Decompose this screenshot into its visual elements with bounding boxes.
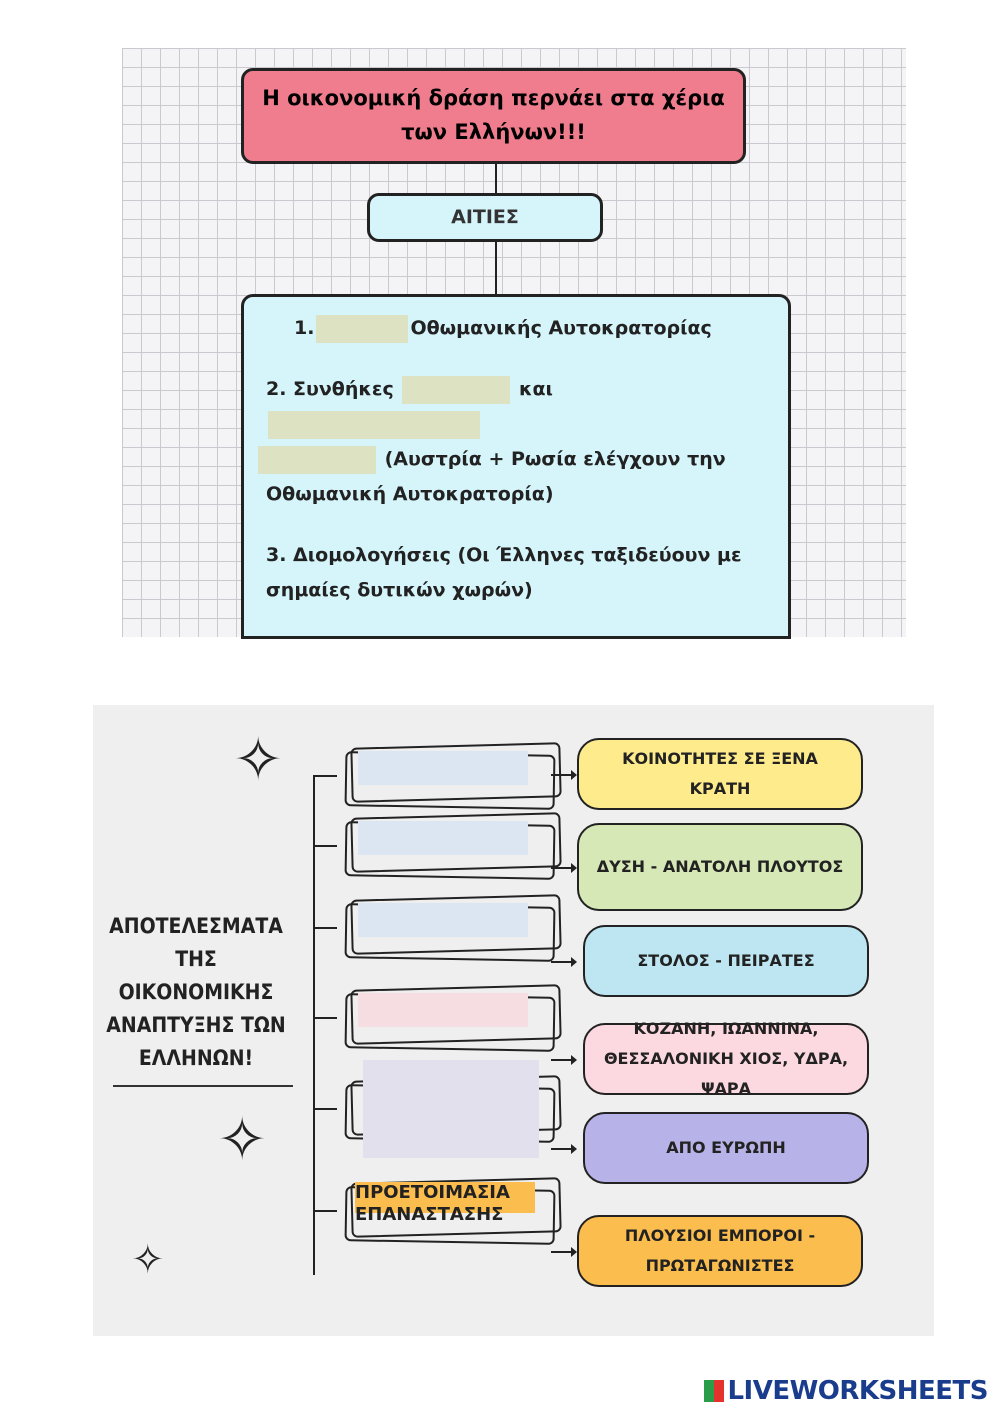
result-text: ΑΠΟ ΕΥΡΩΠΗ: [666, 1138, 786, 1157]
blank-input-1[interactable]: [316, 314, 409, 343]
results-diagram: ✧ ✧ ✧ ΑΠΟΤΕΛΕΣΜΑΤΑ ΤΗΣ ΟΙΚΟΝΟΜΙΚΗΣ ΑΝΑΠΤ…: [93, 705, 934, 1336]
cause-2: 2. Συνθήκες και (Αυστρία + Ρωσία ελέγχου…: [258, 372, 766, 512]
arrow-icon: [551, 1247, 577, 1257]
logo-text: LIVEWORKSHEETS: [727, 1376, 988, 1406]
sparkle-icon: ✧: [217, 1105, 268, 1175]
connector-branch: [313, 775, 337, 777]
diagram-title: Η οικονομική δράση περνάει στα χέρια των…: [241, 68, 746, 164]
blank-input-4[interactable]: [258, 445, 376, 474]
cause-2-mid: και: [518, 378, 553, 400]
causes-heading: ΑΙΤΙΕΣ: [367, 193, 603, 242]
blank-input-3[interactable]: [268, 410, 480, 439]
result-box: ΔΥΣΗ - ΑΝΑΤΟΛΗ ΠΛΟΥΤΟΣ: [577, 823, 863, 911]
cause-3: 3. Διομολογήσεις (Οι Έλληνες ταξιδεύουν …: [266, 544, 742, 601]
cause-1-suffix: Οθωμανικής Αυτοκρατορίας: [410, 317, 712, 339]
connector-branch: [313, 1210, 337, 1212]
result-box: ΚΟΙΝΟΤΗΤΕΣ ΣΕ ΞΕΝΑ ΚΡΑΤΗ: [577, 738, 863, 810]
blank-input-2[interactable]: [402, 375, 511, 404]
results-title: ΑΠΟΤΕΛΕΣΜΑΤΑ ΤΗΣ ΟΙΚΟΝΟΜΙΚΗΣ ΑΝΑΠΤΥΞΗΣ Τ…: [106, 914, 286, 1070]
sparkle-icon: ✧: [233, 725, 284, 795]
result-text: ΔΥΣΗ - ΑΝΑΤΟΛΗ ΠΛΟΥΤΟΣ: [596, 857, 844, 876]
connector-branch: [313, 1108, 337, 1110]
result-box: ΚΟΖΑΝΗ, ΙΩΑΝΝΙΝΑ, ΘΕΣΣΑΛΟΝΙΚΗ ΧΙΟΣ, ΥΔΡΑ…: [583, 1019, 869, 1098]
arrow-icon: [551, 770, 577, 780]
answer-input[interactable]: [358, 903, 528, 937]
connector-line: [495, 242, 497, 294]
cause-2-suffix: (Αυστρία + Ρωσία ελέγχουν την Οθωμανική …: [266, 448, 726, 505]
causes-diagram: Η οικονομική δράση περνάει στα χέρια των…: [122, 48, 906, 639]
sparkle-icon: ✧: [131, 1237, 165, 1283]
causes-list: 1. Οθωμανικής Αυτοκρατορίας 2. Συνθήκες κ…: [241, 294, 791, 639]
result-text: ΣΤΟΛΟΣ - ΠΕΙΡΑΤΕΣ: [637, 951, 815, 970]
result-text: ΠΛΟΥΣΙΟΙ ΕΜΠΟΡΟΙ - ΠΡΩΤΑΓΩΝΙΣΤΕΣ: [624, 1226, 816, 1275]
connector-line: [495, 164, 497, 193]
title-underline: [113, 1085, 293, 1087]
arrow-icon: [551, 1055, 577, 1065]
result-text: ΚΟΖΑΝΗ, ΙΩΑΝΝΙΝΑ, ΘΕΣΣΑΛΟΝΙΚΗ ΧΙΟΣ, ΥΔΡΑ…: [603, 1019, 849, 1098]
connector-branch: [313, 845, 337, 847]
answer-input[interactable]: [363, 1060, 539, 1158]
connector-trunk: [313, 775, 315, 1275]
result-box: ΠΛΟΥΣΙΟΙ ΕΜΠΟΡΟΙ - ΠΡΩΤΑΓΩΝΙΣΤΕΣ: [577, 1215, 863, 1287]
answer-input[interactable]: [358, 993, 528, 1027]
result-text: ΚΟΙΝΟΤΗΤΕΣ ΣΕ ΞΕΝΑ ΚΡΑΤΗ: [622, 749, 818, 798]
answer-input[interactable]: [358, 751, 528, 785]
answer-box-text: ΠΡΟΕΤΟΙΜΑΣΙΑ ΕΠΑΝΑΣΤΑΣΗΣ: [355, 1182, 535, 1234]
cause-1: 1. Οθωμανικής Αυτοκρατορίας: [266, 311, 766, 346]
result-box: ΣΤΟΛΟΣ - ΠΕΙΡΑΤΕΣ: [583, 925, 869, 997]
answer-input[interactable]: [358, 821, 528, 855]
arrow-icon: [551, 863, 577, 873]
cause-2-prefix: 2. Συνθήκες: [266, 378, 394, 400]
connector-branch: [313, 927, 337, 929]
result-box: ΑΠΟ ΕΥΡΩΠΗ: [583, 1112, 869, 1184]
arrow-icon: [551, 1144, 577, 1154]
liveworksheets-logo: LIVEWORKSHEETS: [704, 1376, 988, 1406]
connector-branch: [313, 1017, 337, 1019]
cause-1-prefix: 1.: [294, 317, 315, 339]
arrow-icon: [551, 957, 577, 967]
